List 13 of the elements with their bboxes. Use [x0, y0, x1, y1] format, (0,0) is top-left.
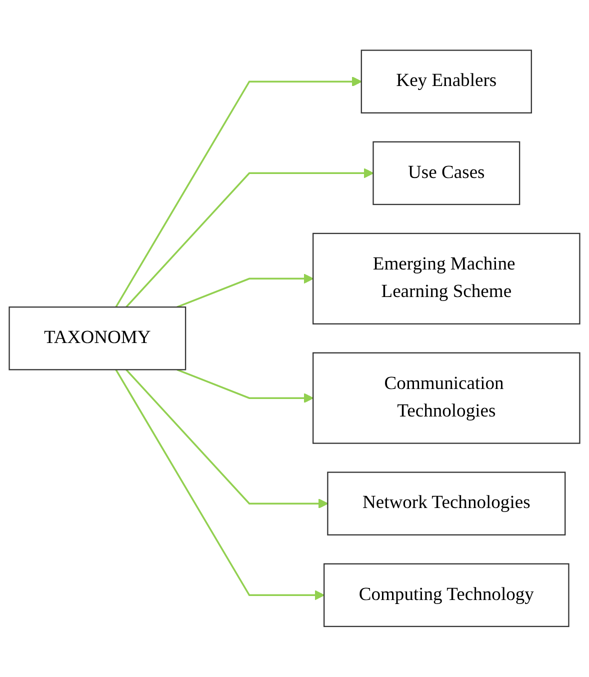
arrow	[126, 168, 374, 308]
arrow	[115, 76, 362, 308]
node-box: Network Technologies	[327, 472, 566, 536]
node-box: TAXONOMY	[8, 306, 186, 370]
arrow	[176, 368, 314, 404]
arrow	[176, 274, 314, 308]
node-box: Use Cases	[372, 141, 520, 206]
node-box: Emerging Machine Learning Scheme	[312, 233, 580, 325]
node-box: Communication Technologies	[312, 352, 580, 444]
node-box: Computing Technology	[324, 563, 570, 628]
arrow	[126, 369, 328, 509]
arrow	[115, 369, 325, 600]
node-box: Key Enablers	[360, 50, 532, 114]
